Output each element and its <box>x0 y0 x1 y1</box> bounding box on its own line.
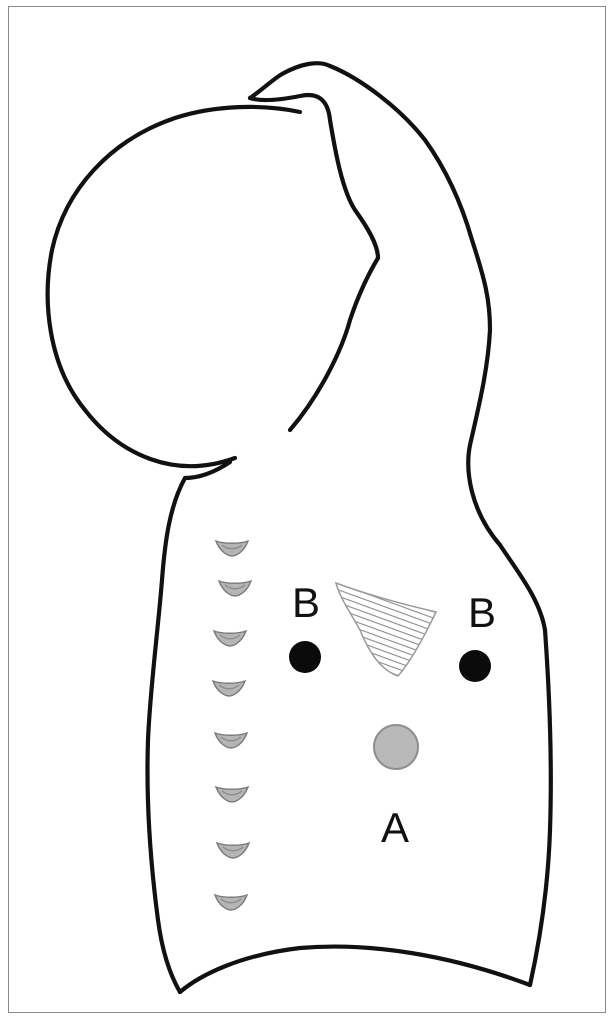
head-outline <box>48 107 300 466</box>
waist-outline <box>180 947 530 992</box>
point-b-left <box>289 641 321 673</box>
torso-right-outline <box>530 630 551 985</box>
torso-left-outline <box>147 478 185 992</box>
point-a <box>374 725 418 769</box>
hatched-triangle-icon <box>336 583 436 676</box>
point-b-right <box>459 650 491 682</box>
label-b-right: B <box>468 589 496 636</box>
label-b-left: B <box>292 579 320 626</box>
arm-inner-outline <box>250 95 378 430</box>
spine-marks <box>213 541 251 910</box>
label-a: A <box>381 804 409 851</box>
arm-outer-outline <box>250 63 545 630</box>
